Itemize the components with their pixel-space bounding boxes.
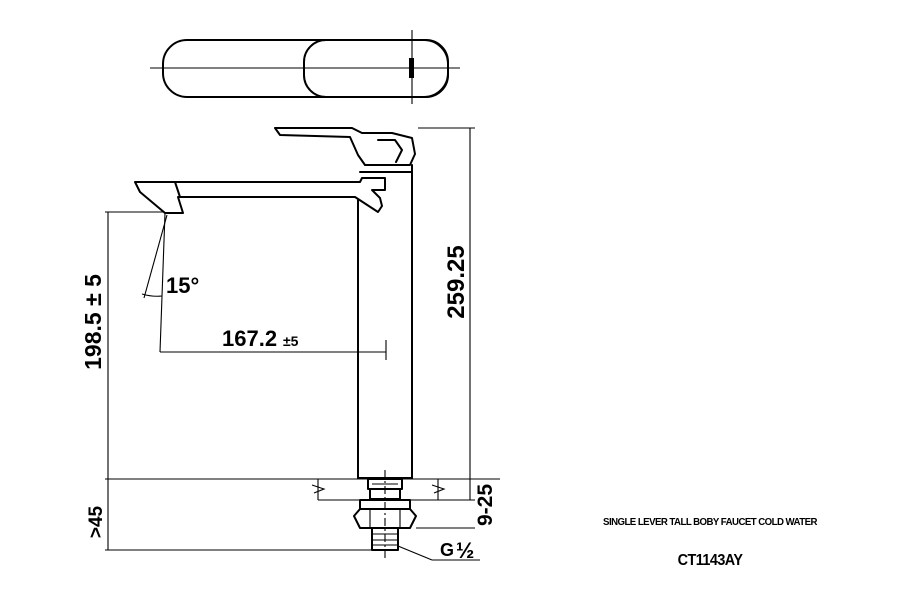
lever-handle [274, 127, 416, 173]
spout-outline [134, 177, 386, 214]
lever-handle-outline [274, 127, 416, 166]
spout-reach-tolerance: ±5 [283, 333, 299, 349]
thread-prefix-label: G [440, 540, 454, 560]
model-code: CT1143AY [677, 552, 743, 569]
top-view [150, 30, 460, 104]
mounting-hardware [353, 470, 480, 561]
spout-nozzle-line [174, 181, 181, 198]
model-description: SINGLE LEVER TALL BOBY FAUCET COLD WATER [603, 516, 817, 528]
spout-angle-arc [141, 293, 163, 297]
dim-deck-thickness: 9-25 [416, 479, 497, 529]
dim-spout-angle: 15° [141, 212, 199, 353]
ext-line-spout-vertical [159, 212, 166, 353]
dim-spout-height: 198.5 ± 5 [80, 211, 165, 479]
min-length-label: >45 [86, 505, 107, 538]
total-height-label: 259.25 [443, 245, 470, 318]
deck-break-left [311, 484, 326, 494]
faucet-body [357, 164, 413, 479]
spout-reach-label: 167.2 [222, 326, 277, 351]
spout-angle-line [143, 214, 168, 299]
mounting-nut [353, 508, 417, 529]
lever-handle-detail [377, 139, 403, 163]
dim-total-height: 259.25 [418, 127, 475, 479]
spout-angle-label: 15° [166, 273, 199, 298]
dim-spout-reach: 167.2 ±5 [160, 326, 387, 360]
deck-break-right [431, 484, 446, 494]
thread-size-callout: G ½ [440, 538, 474, 563]
deck-section [105, 478, 500, 501]
thread-leader [397, 545, 433, 561]
dim-min-length: >45 [86, 479, 372, 551]
spout [134, 177, 386, 214]
top-view-logo-mark [409, 58, 414, 78]
thread-size-label: ½ [456, 538, 474, 563]
spout-height-label: 198.5 ± 5 [80, 274, 106, 370]
deck-thickness-label: 9-25 [474, 484, 497, 526]
